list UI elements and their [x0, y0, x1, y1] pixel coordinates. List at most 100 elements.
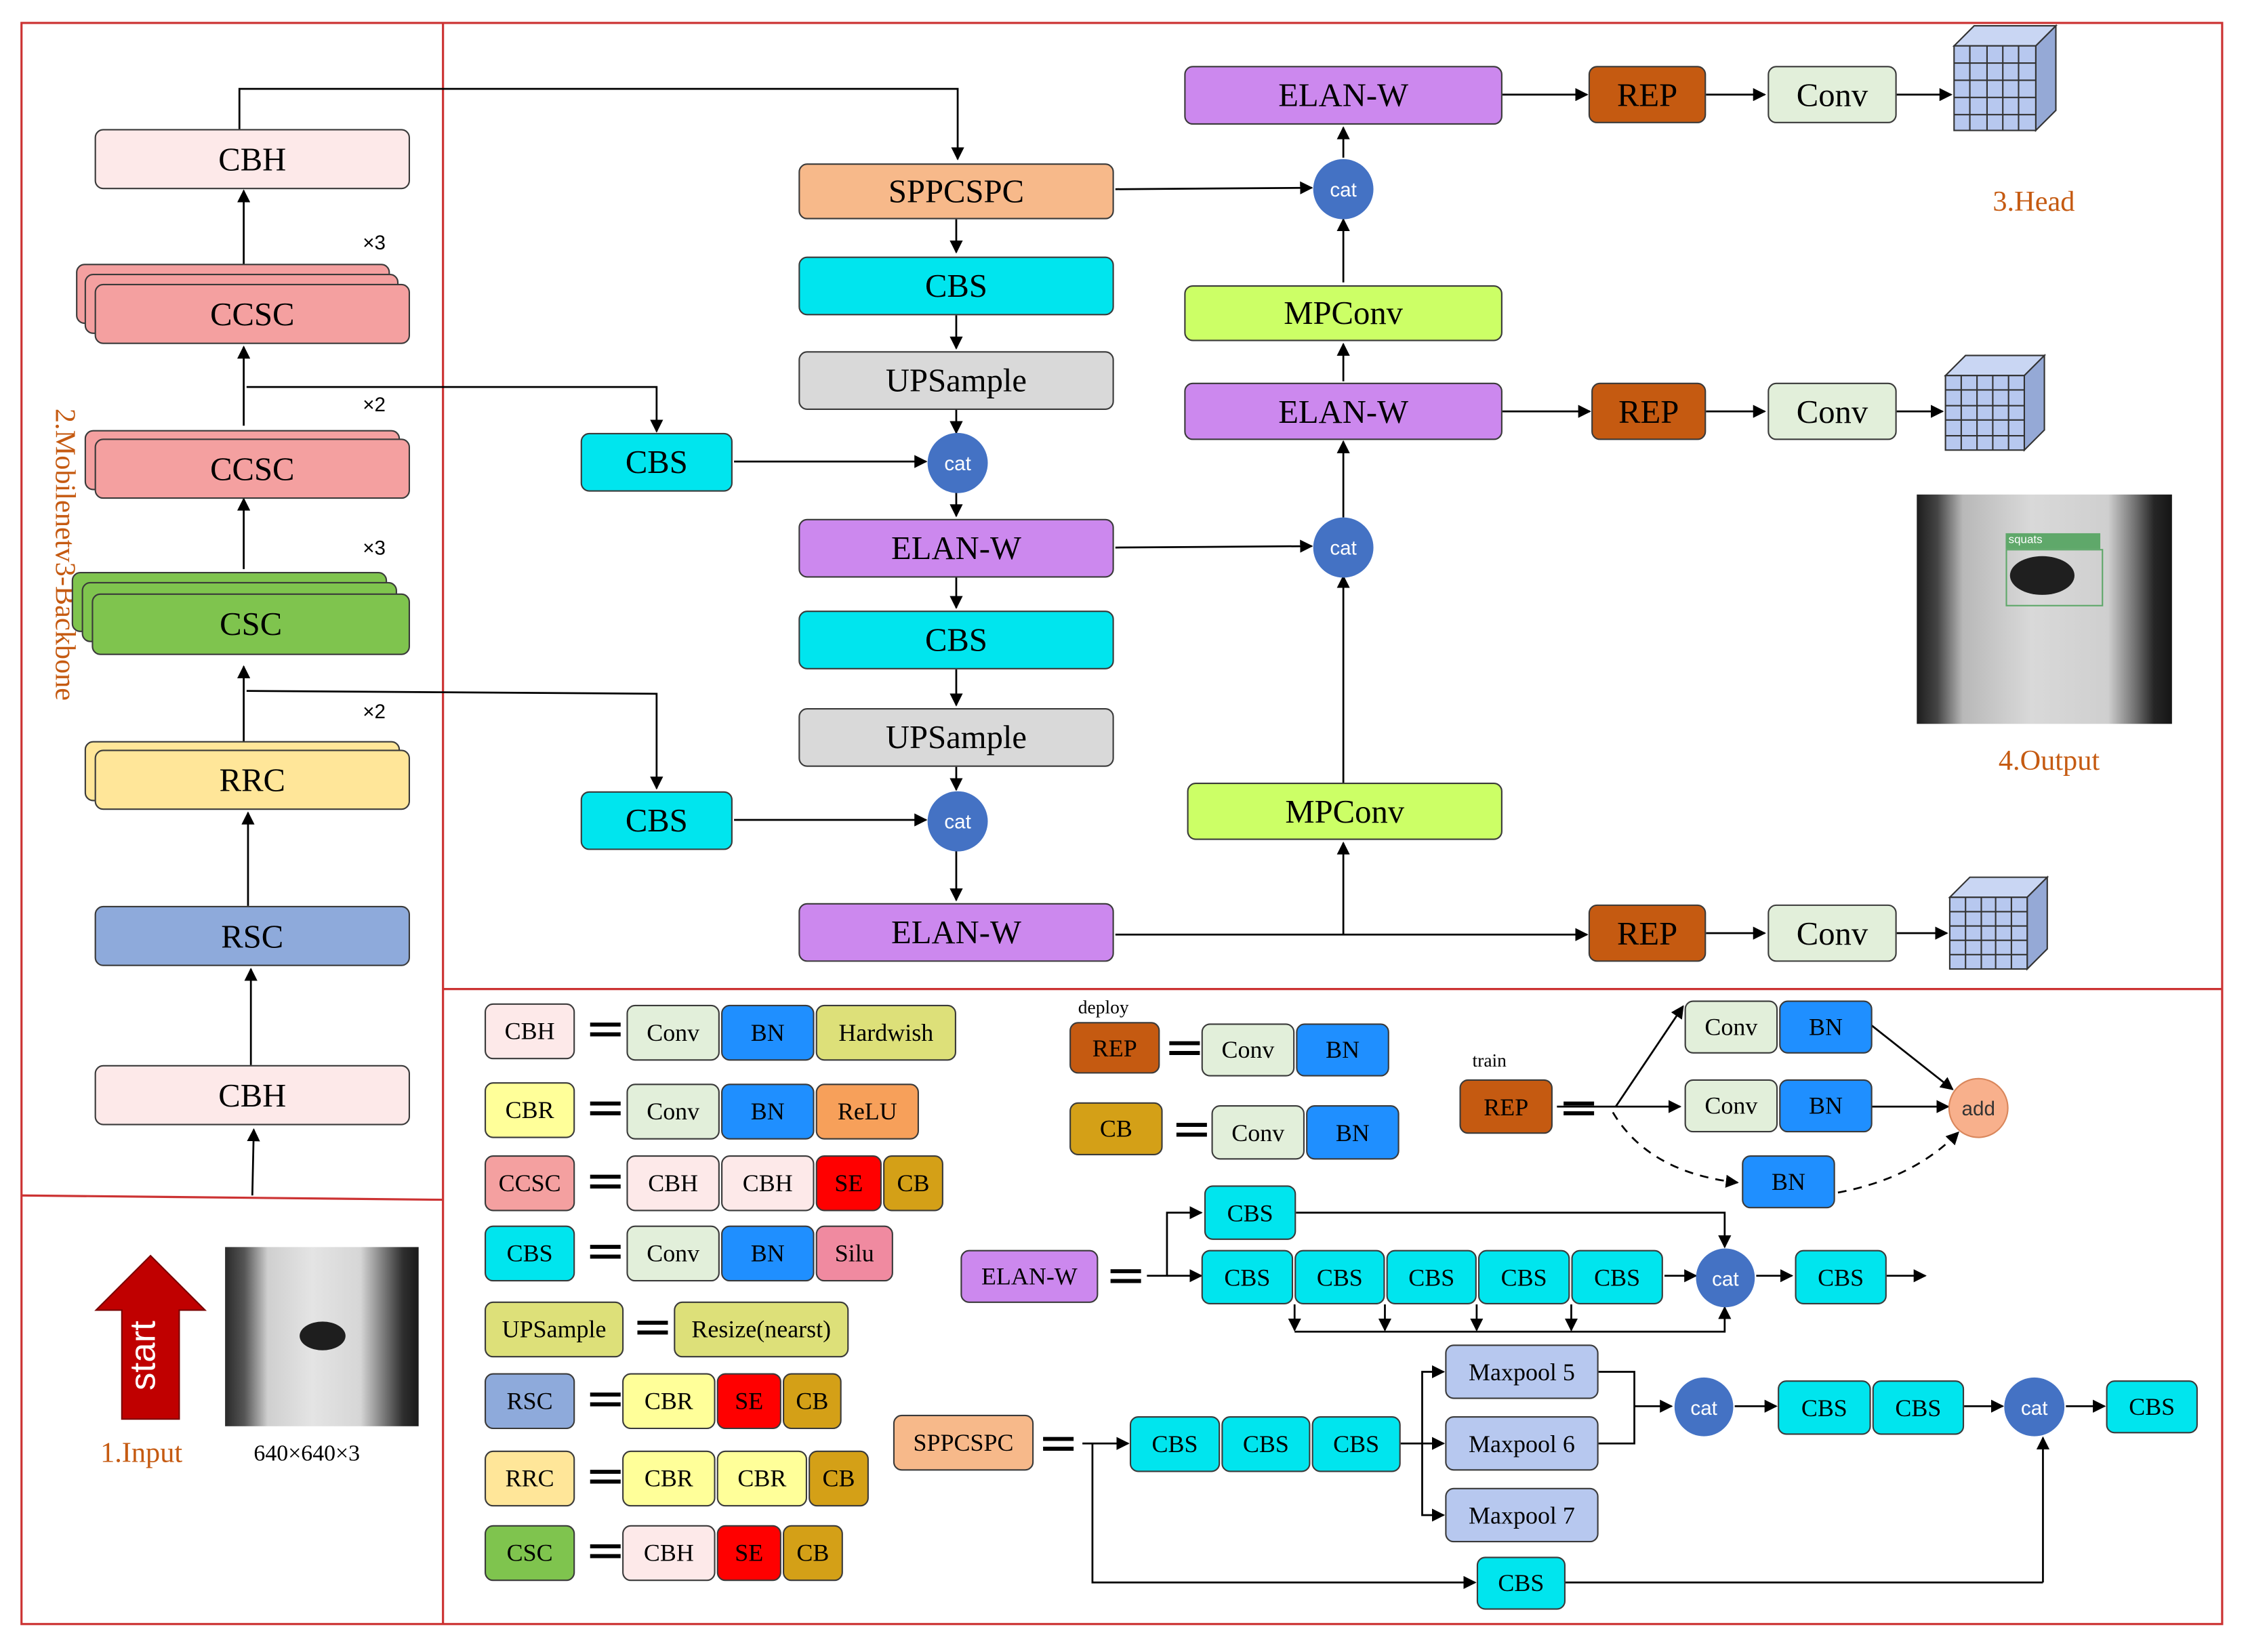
head-section-title: 3.Head: [1992, 186, 2075, 218]
head-rep-1: REP: [1588, 66, 1707, 123]
legend-upsample-part-resize: Resize(nearst): [674, 1301, 849, 1358]
detection-label: squats: [2008, 533, 2043, 546]
output-cube-3: [1948, 875, 2049, 971]
head-conv-3: Conv: [1767, 904, 1897, 962]
head-conv-2: Conv: [1767, 382, 1897, 440]
neck-elan-1: ELAN-W: [798, 518, 1114, 578]
legend-rrc-part-cb: CB: [809, 1450, 869, 1507]
legend-cb-part-bn: BN: [1306, 1104, 1399, 1160]
legend-elan-cbs-4: CBS: [1477, 1250, 1570, 1305]
repeat-x2-ccsc: ×2: [363, 392, 386, 416]
start-arrow-icon: [94, 1254, 207, 1420]
legend-rrc-part-cbr-1: CBR: [622, 1450, 716, 1507]
legend-rrc-part-cbr-2: CBR: [716, 1450, 807, 1507]
legend-cb-name: CB: [1069, 1102, 1163, 1156]
start-label: start: [123, 1321, 164, 1390]
legend-spp-cbs-2: CBS: [1221, 1416, 1311, 1472]
input-size-label: 640×640×3: [253, 1442, 361, 1467]
legend-elan-name: ELAN-W: [960, 1250, 1099, 1303]
input-image: [225, 1247, 419, 1426]
legend-ccsc-equals: =: [585, 1152, 626, 1210]
legend-cbs-name: CBS: [485, 1225, 575, 1282]
legend-elan-cbs-top: CBS: [1204, 1185, 1296, 1240]
legend-spp-cbs-1: CBS: [1129, 1416, 1221, 1472]
legend-spp-equals: =: [1038, 1414, 1079, 1472]
legend-cbs-part-conv: Conv: [626, 1225, 720, 1282]
repeat-x3-ccsc: ×3: [363, 230, 386, 254]
legend-elan-cbs-1: CBS: [1201, 1250, 1294, 1305]
legend-rep-train-conv-2: Conv: [1684, 1079, 1778, 1133]
head-conv-1: Conv: [1767, 66, 1897, 123]
legend-rep-train-equals: =: [1558, 1079, 1599, 1137]
legend-spp-maxpool-7: Maxpool 7: [1445, 1487, 1599, 1543]
section-frames: [20, 22, 2224, 1626]
legend-rep-deploy-equals: =: [1164, 1019, 1205, 1077]
legend-elan-cbs-out: CBS: [1795, 1250, 1887, 1305]
neck-cbs-1: CBS: [798, 256, 1114, 316]
legend-elan-equals: =: [1105, 1247, 1147, 1305]
legend-spp-cat-1: cat: [1674, 1377, 1734, 1437]
output-cube-1: [1952, 24, 2058, 133]
legend-rep-train-add: add: [1948, 1077, 2009, 1138]
legend-rsc-equals: =: [585, 1370, 626, 1428]
legend-rrc-name: RRC: [485, 1450, 575, 1507]
legend-rsc-name: RSC: [485, 1373, 575, 1430]
legend-cbs-equals: =: [585, 1222, 626, 1281]
legend-csc-part-cbh: CBH: [622, 1525, 716, 1582]
legend-cbs-part-silu: Silu: [815, 1225, 893, 1282]
head-cat-top: cat: [1313, 159, 1374, 220]
backbone-ccsc-lower: CCSC: [94, 438, 411, 499]
legend-csc-part-cb: CB: [783, 1525, 843, 1582]
legend-cbh-part-conv: Conv: [626, 1004, 720, 1061]
repeat-x2-rrc: ×2: [363, 699, 386, 723]
legend-cb-part-conv: Conv: [1211, 1104, 1305, 1160]
legend-rep-deploy-name: REP: [1069, 1022, 1160, 1074]
backbone-cbh-input: CBH: [94, 1065, 411, 1126]
neck-elan-2: ELAN-W: [798, 903, 1114, 962]
output-image: squats: [1917, 494, 2172, 724]
legend-ccsc-name: CCSC: [485, 1155, 575, 1212]
legend-elan-cbs-2: CBS: [1294, 1250, 1385, 1305]
backbone-rrc: RRC: [94, 749, 411, 810]
legend-spp-cbs-5: CBS: [1872, 1380, 1965, 1435]
legend-spp-cbs-4: CBS: [1778, 1380, 1871, 1435]
backbone-ccsc-upper: CCSC: [94, 283, 411, 344]
legend-spp-cbs-out: CBS: [2106, 1380, 2198, 1434]
neck-cat-2: cat: [927, 791, 988, 852]
legend-csc-name: CSC: [485, 1525, 575, 1582]
legend-rep-train-conv-1: Conv: [1684, 1000, 1778, 1054]
neck-side-cbs-2: CBS: [580, 791, 733, 850]
legend-cbr-part-conv: Conv: [626, 1083, 720, 1140]
legend-elan-cbs-5: CBS: [1571, 1250, 1663, 1305]
head-rep-2: REP: [1591, 382, 1707, 440]
backbone-cbh-top: CBH: [94, 129, 411, 190]
legend-spp-cbs-bypass: CBS: [1476, 1556, 1566, 1610]
input-section-title: 1.Input: [100, 1437, 183, 1470]
legend-csc-part-se: SE: [716, 1525, 781, 1582]
legend-rep-train-tag: train: [1472, 1049, 1507, 1071]
legend-ccsc-part-cbh-1: CBH: [626, 1155, 720, 1212]
legend-cb-equals: =: [1171, 1100, 1212, 1159]
legend-spp-cat-2: cat: [2004, 1377, 2065, 1437]
head-rep-3: REP: [1588, 904, 1707, 962]
head-mpconv-bottom: MPConv: [1187, 783, 1503, 840]
legend-cbr-part-bn: BN: [721, 1083, 815, 1140]
neck-side-cbs-1: CBS: [580, 432, 733, 492]
legend-spp-name: SPPCSPC: [893, 1414, 1034, 1471]
legend-rep-deploy-part-conv: Conv: [1201, 1023, 1295, 1077]
legend-upsample-equals: =: [632, 1298, 674, 1357]
legend-cbh-part-bn: BN: [721, 1004, 815, 1061]
legend-rsc-part-cb: CB: [783, 1373, 842, 1430]
legend-rep-deploy-part-bn: BN: [1296, 1023, 1389, 1077]
legend-cbh-equals: =: [585, 1000, 626, 1058]
backbone-rsc: RSC: [94, 905, 411, 966]
legend-cbr-part-relu: ReLU: [815, 1083, 919, 1140]
backbone-csc: CSC: [91, 593, 411, 655]
legend-cbh-name: CBH: [485, 1003, 575, 1060]
legend-rrc-equals: =: [585, 1447, 626, 1506]
neck-upsample-1: UPSample: [798, 351, 1114, 411]
legend-rep-train-bn-1: BN: [1779, 1000, 1873, 1054]
legend-rsc-part-se: SE: [716, 1373, 781, 1430]
